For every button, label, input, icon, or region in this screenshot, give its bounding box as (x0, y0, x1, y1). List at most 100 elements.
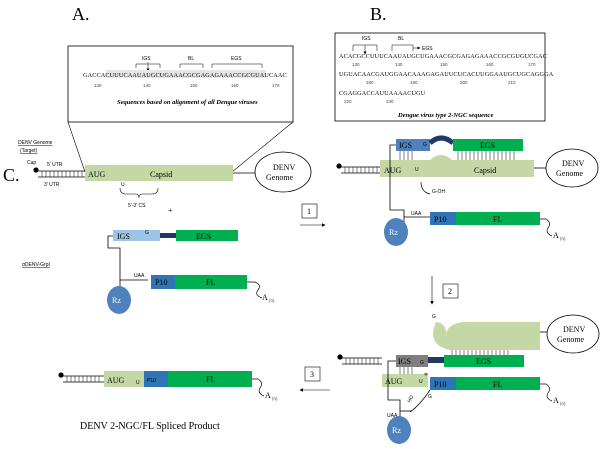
complex-1-genome-line2: Genome (556, 169, 584, 178)
panel-a-tick-150: 150 (190, 83, 198, 88)
complex-2-rz-label: Rz (392, 426, 401, 435)
panel-a-ticks: 130 140 150 160 170 (94, 83, 280, 88)
ho-label: HO (407, 394, 416, 404)
step-2-label: 2 (448, 287, 452, 296)
cap-label: Cap (27, 160, 36, 166)
p10-label: P10 (155, 278, 167, 287)
complex-1-fl-label: FL (493, 215, 502, 224)
step-1-label: 1 (307, 207, 311, 216)
genome-title-line2: (Target) (20, 148, 38, 154)
product-fl-label: FL (206, 375, 215, 384)
u-label: U (121, 182, 125, 188)
complex-1-capsid-label: Capsid (474, 166, 496, 175)
uaa-label: UAA (134, 273, 145, 279)
panel-b-tick-150: 150 (440, 62, 448, 67)
panel-b-box: IGS BL EGS ACACGCCUUUCAAUAUGCUGAAACGCGAG… (334, 32, 554, 122)
p10-box (151, 275, 175, 289)
igs-box (113, 230, 160, 241)
g-label: G (145, 230, 149, 236)
panel-a-sequence: GACCACUUUCAAUAUGCUGAAACGCGAGAGAAACCGCGUA… (83, 72, 287, 79)
panel-label-c: C. (3, 165, 20, 185)
complex-2-polya-label: A (553, 396, 559, 405)
fl-box (175, 275, 247, 289)
genome-circle-line2: Genome (266, 173, 294, 182)
complex-2-polya-sub: (n) (560, 401, 566, 406)
panel-a-tick-140: 140 (143, 83, 151, 88)
capsid-bar (85, 165, 233, 181)
complex-2-genome-line1: DENV (563, 325, 585, 334)
complex-1-polya-label: A (553, 231, 559, 240)
step-3-label: 3 (310, 370, 314, 379)
genome-circle-line1: DENV (273, 163, 295, 172)
spliced-product: AUG U P10 FL A (n) DENV 2-NGC/FL Spliced… (58, 371, 278, 432)
complex-2-u-label: U (419, 379, 423, 385)
panel-b-tick-160: 160 (486, 62, 494, 67)
complex-1-rz-label: Rz (389, 228, 398, 237)
capsid-label: Capsid (150, 170, 172, 179)
panel-b-caption: Dengue virus type 2-NGC sequence (397, 112, 493, 119)
aug-label: AUG (88, 170, 106, 179)
panel-b-sequence-line1: ACACGCCUUUCAAUAUGCUGAAACGCGAGAGAAACCGCGU… (339, 53, 547, 60)
panel-a-bl-marker: BL (188, 56, 194, 62)
panel-b-igs-marker: IGS (362, 36, 371, 42)
product-u-label: U (136, 380, 140, 386)
rz-circle (107, 286, 131, 314)
panel-a-igs-marker: IGS (142, 56, 151, 62)
panel-b-egs-marker: EGS (422, 46, 433, 52)
panel-a-tick-170: 170 (272, 83, 280, 88)
complex-2-igs-label: IGS (398, 357, 411, 366)
complex-2-g-top: G (432, 314, 436, 320)
complex-2-aug-label: AUG (385, 377, 403, 386)
rz-label: Rz (112, 296, 121, 305)
panel-a-box: IGS BL EGS GACCACUUUCAAUAUGCUGAAACGCGAGA… (67, 45, 294, 123)
genome-circle (254, 151, 312, 193)
complex-2-g-label: G (420, 360, 424, 366)
complex-1-aug-label: AUG (384, 166, 402, 175)
denv-genome-target: DENV Genome (Target) Cap 5' UTR 3' UTR A… (18, 140, 312, 215)
panel-b-sequence-line2: UGUACAACGAUGGAACAAAGAGAUUCUCACUUGGAAUGCU… (339, 71, 554, 78)
egs-box (176, 230, 238, 241)
panel-b-ticks-line1: 130 140 150 160 170 (352, 62, 536, 67)
goh-label: G-OH (432, 189, 445, 195)
complex-1-uaa-label: UAA (411, 211, 422, 217)
panel-label-a: A. (72, 4, 90, 24)
panel-b-tick-130: 130 (352, 62, 360, 67)
linker (160, 233, 176, 238)
cap-dot (33, 167, 39, 173)
complex-2-p10-label: P10 (434, 380, 446, 389)
panel-b-tick-190: 190 (410, 80, 418, 85)
complex-2-fl-label: FL (493, 380, 502, 389)
fl-label: FL (206, 278, 215, 287)
complex-1: IGS G EGS AUG U Capsid DENV Genome G-OH … (336, 135, 599, 246)
utr5-label: 5' UTR (47, 162, 63, 168)
step-1: 1 (300, 203, 326, 227)
complex-1-genome-line1: DENV (562, 159, 584, 168)
panel-b-tick-220: 220 (344, 99, 352, 104)
cs-label: 5'-3' CS (128, 203, 146, 209)
plus-sign: + (168, 206, 173, 215)
panel-b-tick-230: 230 (386, 99, 394, 104)
panel-a-tick-130: 130 (94, 83, 102, 88)
product-polya-sub: (n) (272, 396, 278, 401)
utr-basepairs (41, 171, 83, 177)
panel-b-tick-140: 140 (395, 62, 403, 67)
egs-label: EGS (196, 232, 211, 241)
product-aug-label: AUG (107, 376, 125, 385)
complex-1-g-label: G (423, 142, 427, 148)
panel-a-tick-160: 160 (231, 83, 239, 88)
panel-b-ticks-line3: 220 230 (344, 99, 394, 104)
complex-1-polya-sub: (n) (560, 236, 566, 241)
ribozyme-construct: IGS G EGS αDENV-GrpI UAA Rz P10 FL A (n) (22, 230, 275, 314)
igs-label: IGS (117, 232, 130, 241)
panel-b-tick-180: 180 (366, 80, 374, 85)
step-3: 3 (299, 366, 330, 392)
utr3-label: 3' UTR (44, 182, 60, 188)
construct-name: αDENV-GrpI (22, 262, 50, 268)
polya-sub: (n) (269, 298, 275, 303)
panel-a-caption: Sequences based on alignment of all Deng… (117, 99, 258, 106)
complex-2-uaa-label: UAA (387, 413, 398, 419)
panel-b-bl-marker: BL (398, 36, 404, 42)
complex-1-igs-label: IGS (399, 141, 412, 150)
